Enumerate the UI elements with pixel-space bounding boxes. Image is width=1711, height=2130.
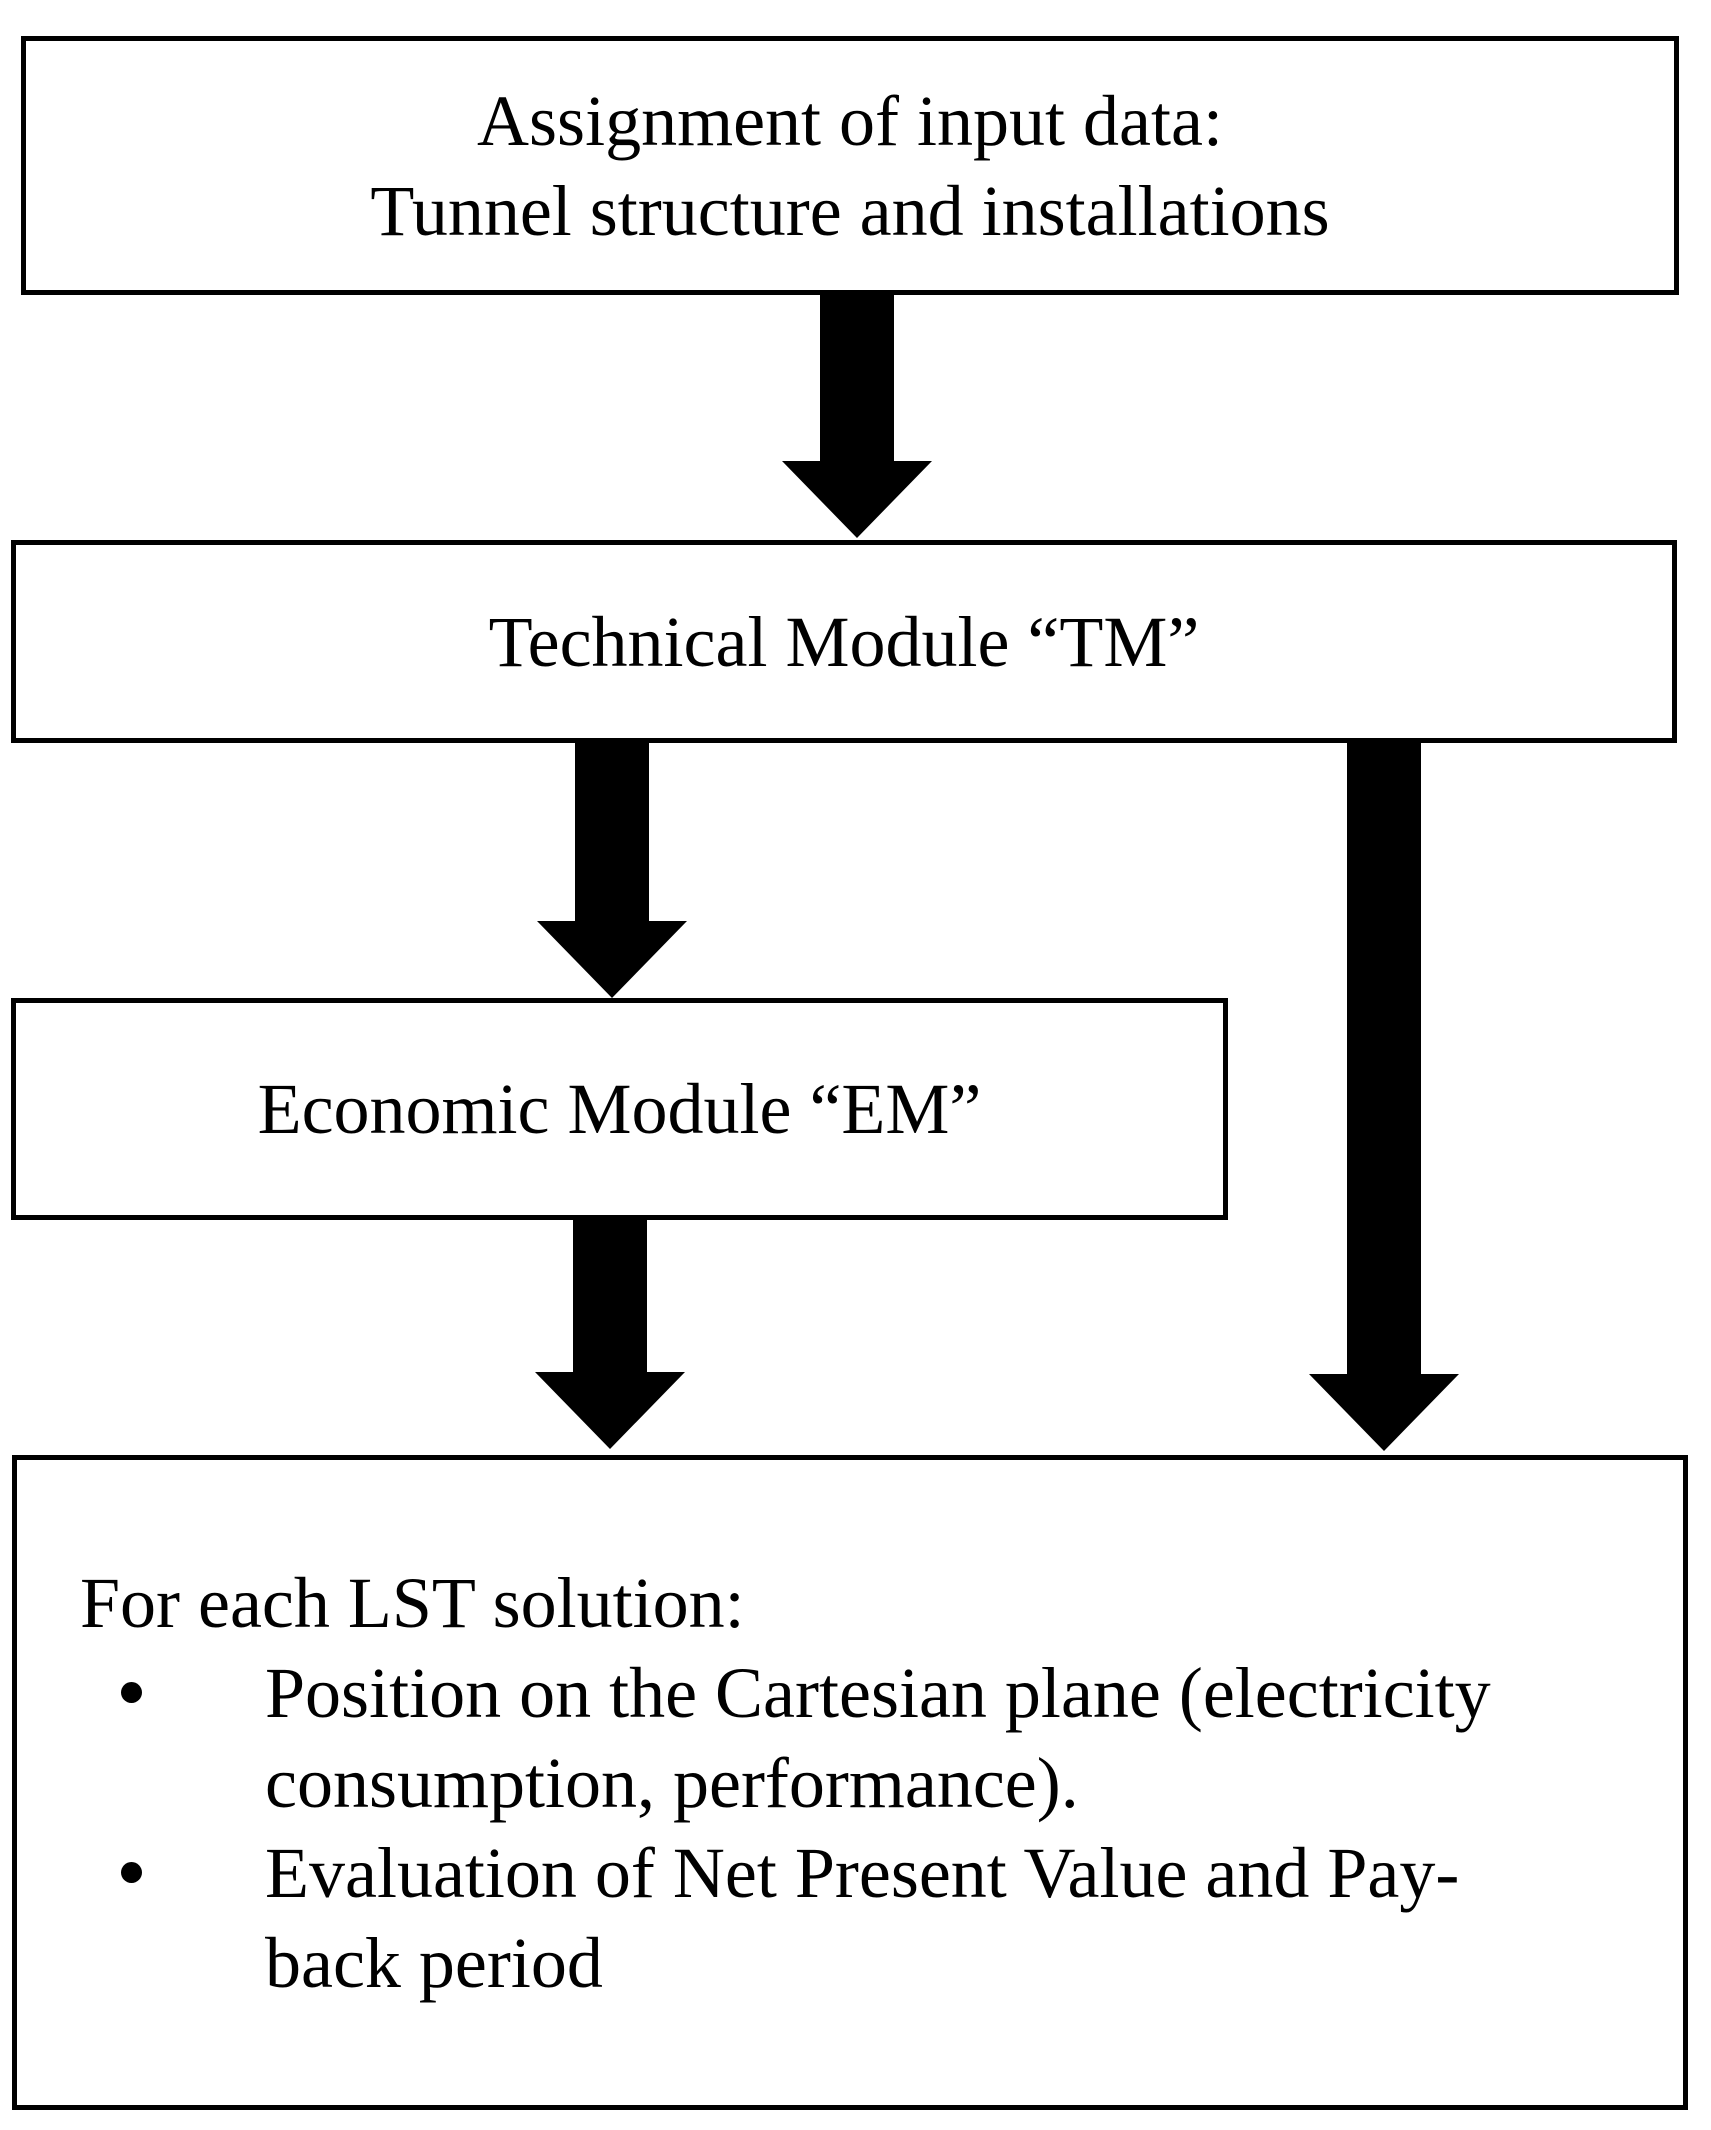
results-content: For each LST solution: Position on the C… [17,1460,1683,2008]
technical-module-label: Technical Module “TM” [488,601,1200,682]
technical-module-box: Technical Module “TM” [11,540,1677,743]
arrow-shaft [575,743,649,922]
list-item: Position on the Cartesian plane (electri… [80,1648,1653,1828]
down-arrow-icon [1309,743,1459,1451]
input-data-box-line2: Tunnel structure and installations [370,170,1330,251]
arrow-head [537,921,687,998]
list-item: Evaluation of Net Present Value and Pay-… [80,1828,1653,2008]
input-data-box-line1: Assignment of input data: [477,80,1223,161]
arrow-head [535,1372,685,1449]
down-arrow-icon [537,743,687,998]
arrow-shaft [1347,743,1421,1375]
arrow-head [782,461,932,538]
results-intro: For each LST solution: [80,1563,745,1643]
bullet-icon [121,1682,142,1703]
down-arrow-icon [535,1220,685,1449]
down-arrow-icon [782,295,932,538]
bullet-icon [121,1862,142,1883]
arrow-head [1309,1374,1459,1451]
bullet-text-cartesian-plane: Position on the Cartesian plane (electri… [265,1653,1491,1823]
economic-module-box: Economic Module “EM” [11,998,1228,1220]
results-box: For each LST solution: Position on the C… [12,1455,1688,2110]
arrow-shaft [820,295,894,462]
economic-module-label: Economic Module “EM” [257,1069,982,1149]
arrow-shaft [573,1220,647,1373]
input-data-box: Assignment of input data: Tunnel structu… [21,36,1679,295]
bullet-text-npv-payback: Evaluation of Net Present Value and Pay-… [265,1833,1460,2003]
